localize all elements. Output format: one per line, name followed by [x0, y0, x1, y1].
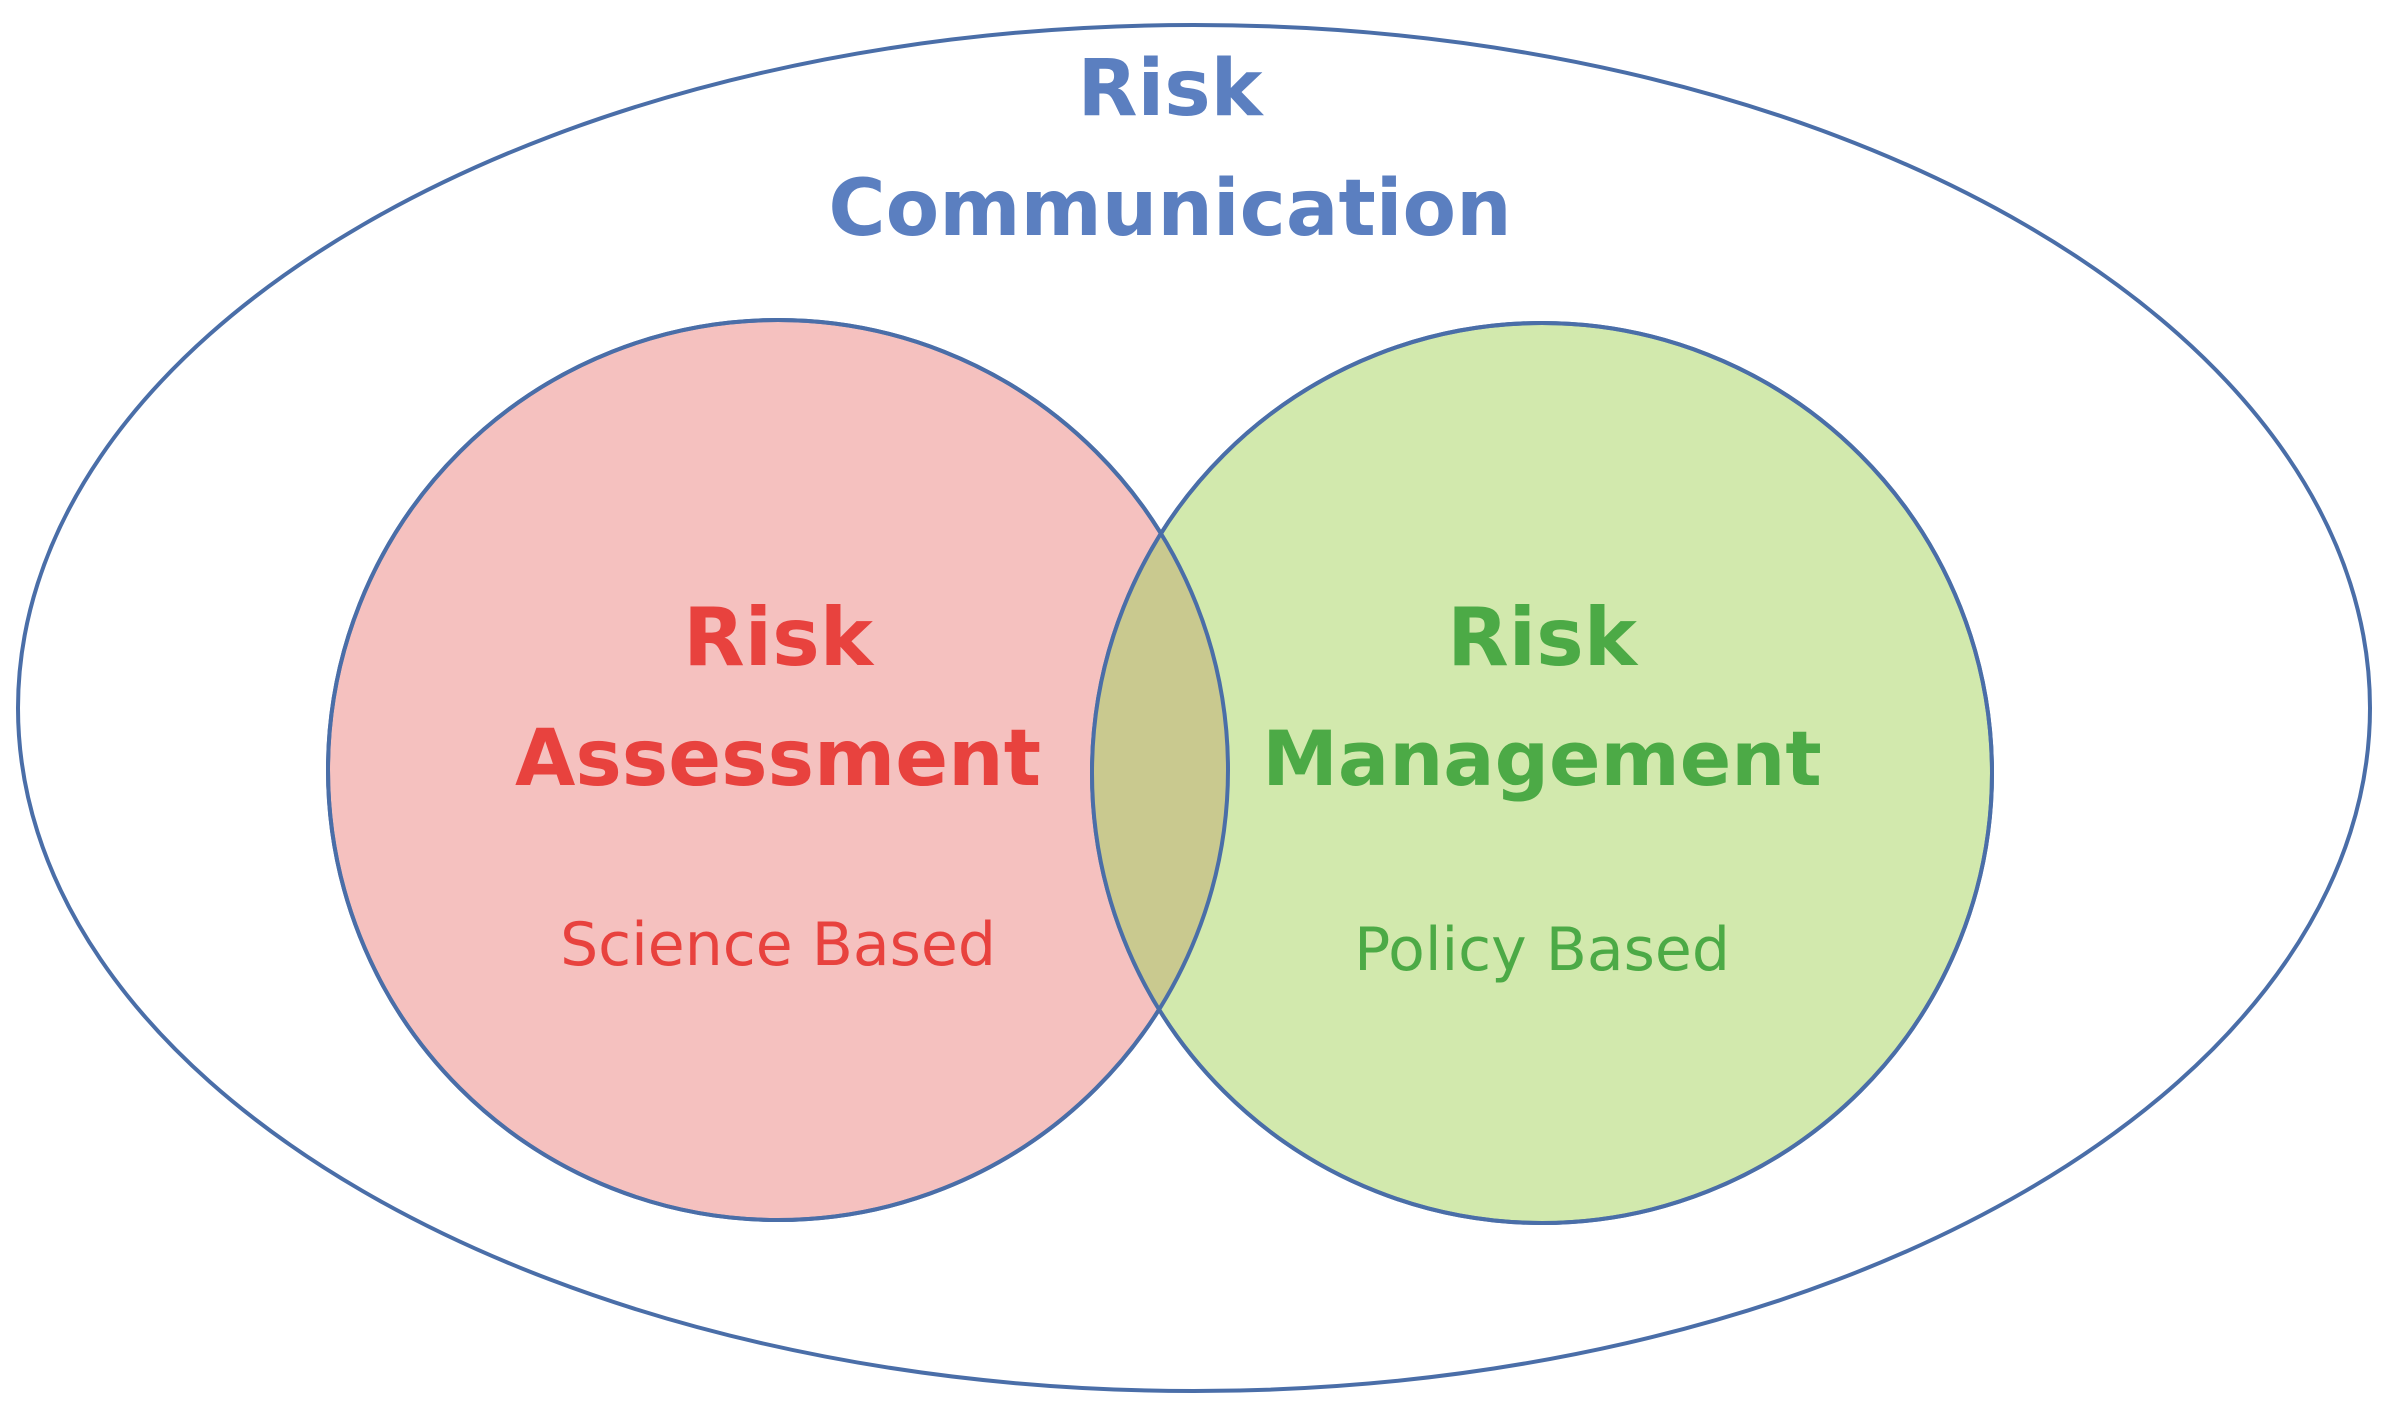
risk-assessment-title-line2: Assessment [515, 714, 1041, 804]
risk-communication-title-line2: Communication [828, 164, 1511, 254]
risk-assessment-title-line1: Risk [683, 591, 875, 684]
risk-management-title-line1: Risk [1447, 591, 1639, 684]
risk-management-subtitle: Policy Based [1354, 915, 1730, 985]
risk-communication-title-line1: Risk [1077, 44, 1264, 134]
risk-assessment-subtitle: Science Based [560, 910, 996, 980]
risk-management-title-line2: Management [1262, 714, 1821, 803]
risk-management-circle-outline [1090, 321, 1994, 1225]
risk-assessment-circle-outline [326, 318, 1230, 1222]
